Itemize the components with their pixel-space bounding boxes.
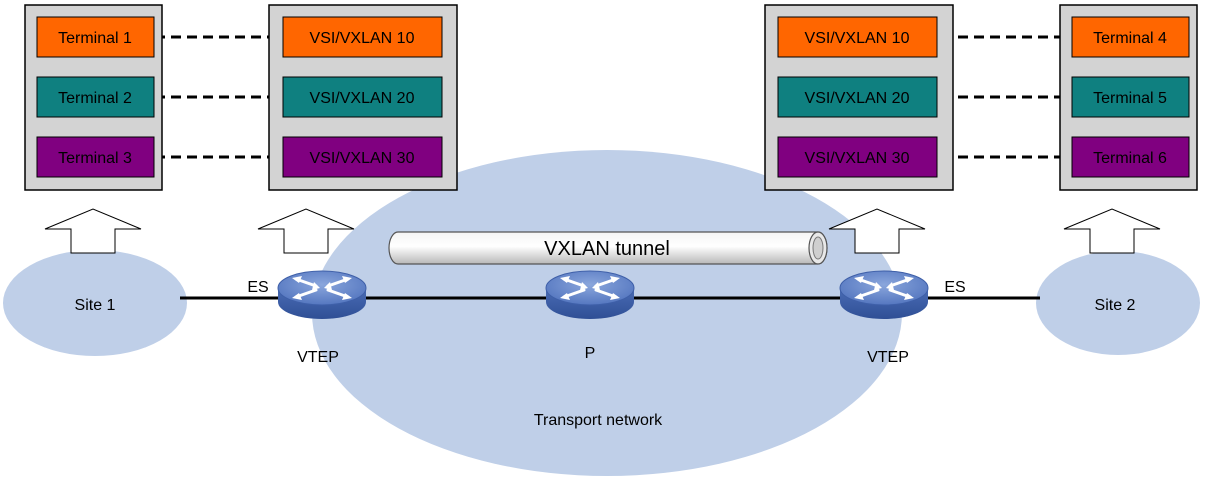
p-label: P xyxy=(585,345,596,362)
terminal-6-label: Terminal 6 xyxy=(1093,150,1167,167)
transport-network-label: Transport network xyxy=(534,412,663,429)
terminal-3-label: Terminal 3 xyxy=(58,150,132,167)
vxlan-tunnel: VXLAN tunnel xyxy=(388,231,828,265)
router-icon xyxy=(544,269,636,321)
dashed-mappings xyxy=(155,35,1072,159)
panel-right-vsi: VSI/VXLAN 10 VSI/VXLAN 20 VSI/VXLAN 30 xyxy=(764,4,954,191)
terminal-5-box xyxy=(1071,76,1190,118)
site1-label: Site 1 xyxy=(75,297,116,314)
vtep-left-label: VTEP xyxy=(297,349,339,366)
terminal-4-label: Terminal 4 xyxy=(1093,30,1167,47)
vsi-right-20-label: VSI/VXLAN 20 xyxy=(805,90,910,107)
panel-left-vsi: VSI/VXLAN 10 VSI/VXLAN 20 VSI/VXLAN 30 xyxy=(268,4,458,191)
vsi-left-20-label: VSI/VXLAN 20 xyxy=(310,90,415,107)
terminal-5-label: Terminal 5 xyxy=(1093,90,1167,107)
terminal-3-box xyxy=(36,136,155,178)
panel-left-terminals: Terminal 1 Terminal 2 Terminal 3 xyxy=(24,4,163,191)
terminal-4-box xyxy=(1071,16,1190,58)
vsi-right-10-box xyxy=(777,16,938,58)
terminal-1-box xyxy=(36,16,155,58)
tunnel-label: VXLAN tunnel xyxy=(544,238,670,260)
router-icon xyxy=(276,269,368,321)
vsi-left-10-box xyxy=(282,16,443,58)
terminal-2-label: Terminal 2 xyxy=(58,90,132,107)
es-left-label: ES xyxy=(247,279,268,296)
router-icon xyxy=(838,269,930,321)
vsi-right-20-box xyxy=(777,76,938,118)
panel-right-terminals: Terminal 4 Terminal 5 Terminal 6 xyxy=(1059,4,1198,191)
terminal-6-box xyxy=(1071,136,1190,178)
site2-cloud xyxy=(1036,251,1200,355)
vsi-right-30-box xyxy=(777,136,938,178)
site1-cloud xyxy=(3,250,187,356)
vsi-left-30-box xyxy=(282,136,443,178)
terminal-1-label: Terminal 1 xyxy=(58,30,132,47)
vsi-right-10-label: VSI/VXLAN 10 xyxy=(805,30,910,47)
vsi-left-10-label: VSI/VXLAN 10 xyxy=(310,30,415,47)
vsi-right-30-label: VSI/VXLAN 30 xyxy=(805,150,910,167)
vsi-left-20-box xyxy=(282,76,443,118)
es-right-label: ES xyxy=(944,279,965,296)
vtep-right-label: VTEP xyxy=(867,349,909,366)
site2-label: Site 2 xyxy=(1095,297,1136,314)
terminal-2-box xyxy=(36,76,155,118)
vsi-left-30-label: VSI/VXLAN 30 xyxy=(310,150,415,167)
